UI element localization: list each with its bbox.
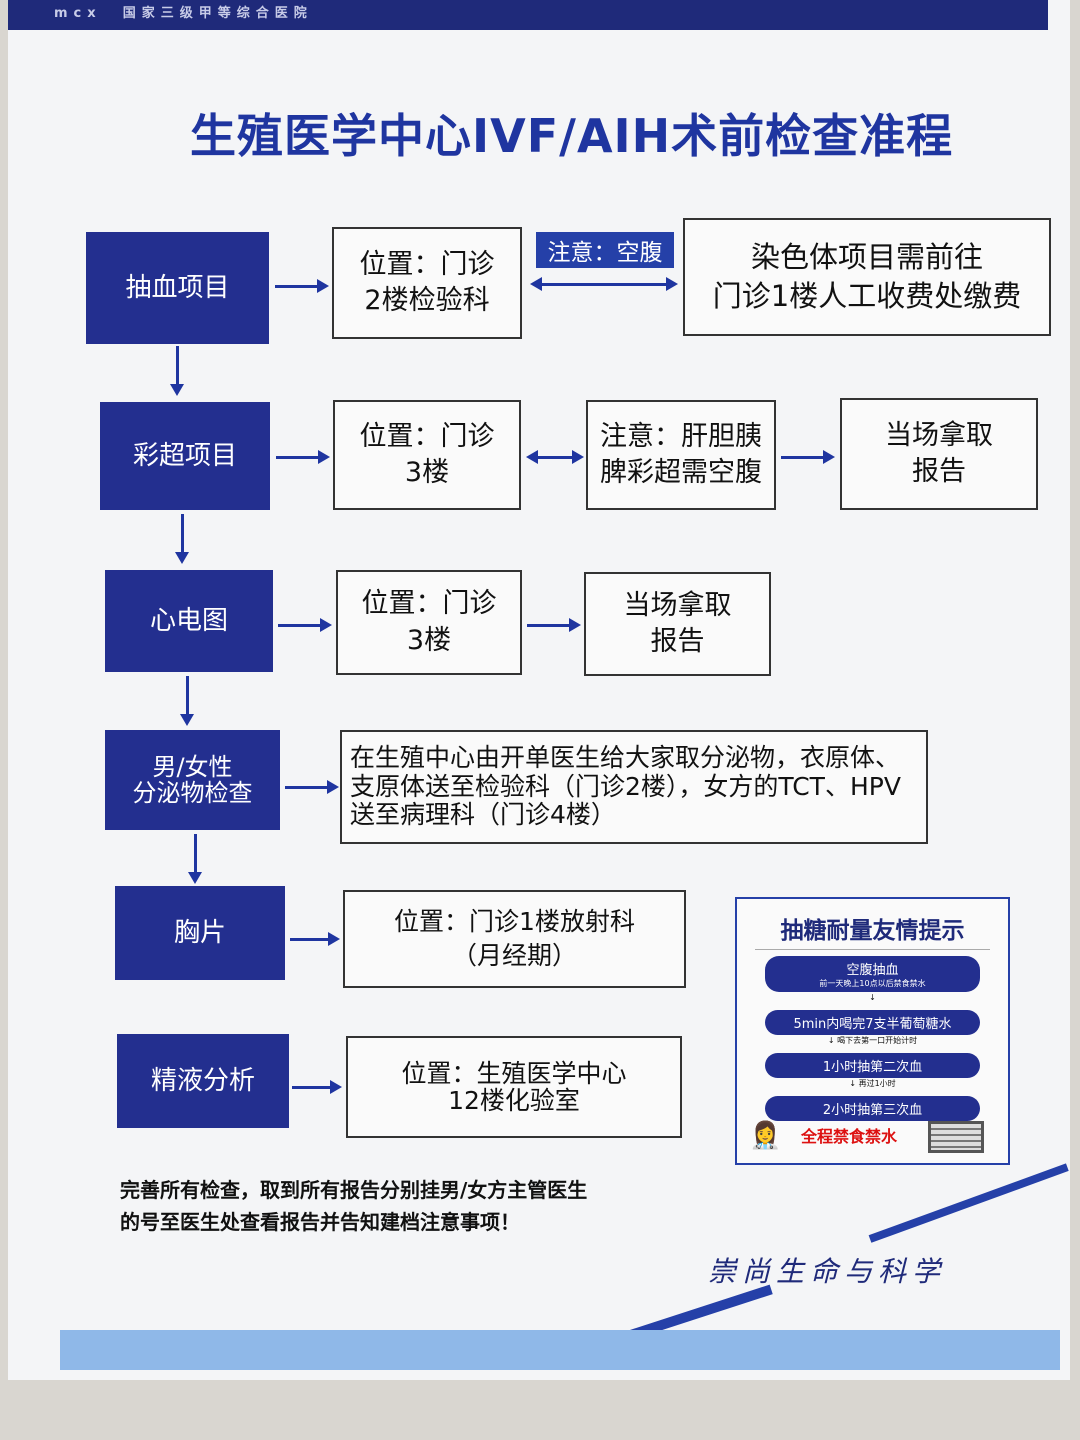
ogtt-note: ↓ 再过1小时	[849, 1079, 896, 1088]
arrow	[275, 279, 329, 293]
ogtt-step-2: 5min内喝完7支半葡萄糖水	[765, 1010, 980, 1035]
hospital-header: mcx 国家三级甲等综合医院	[8, 0, 1048, 30]
arrow	[530, 277, 678, 291]
ogtt-note-text: 喝下去第一口开始计时	[837, 1036, 918, 1045]
nurse-icon: 👩‍⚕️	[749, 1121, 782, 1151]
arrow	[292, 1080, 342, 1094]
calendar-icon	[928, 1121, 984, 1153]
arrow	[527, 618, 581, 632]
step-chest-xray: 胸片	[115, 886, 285, 980]
ogtt-step-4: 2小时抽第三次血	[765, 1096, 980, 1121]
ogtt-title: 抽糖耐量友情提示	[755, 911, 990, 950]
slogan: 崇尚生命与科学	[708, 1255, 947, 1288]
page-title: 生殖医学中心IVF/AIH术前检查准程	[190, 109, 954, 163]
ecg-report: 当场拿取 报告	[584, 572, 771, 676]
arrow	[170, 346, 184, 396]
arrow	[180, 676, 194, 726]
ultrasound-fasting-note: 注意：肝胆胰 脾彩超需空腹	[586, 400, 776, 510]
arrow	[175, 514, 189, 564]
ogtt-note: ↓ 喝下去第一口开始计时	[827, 1036, 918, 1045]
glucose-tolerance-tips: 抽糖耐量友情提示 空腹抽血前一天晚上10点以后禁食禁水 ↓ 5min内喝完7支半…	[735, 897, 1010, 1165]
step-blood-test: 抽血项目	[86, 232, 269, 344]
ecg-location: 位置：门诊 3楼	[336, 570, 522, 675]
arrow	[278, 618, 332, 632]
step-secretion-test: 男/女性 分泌物检查	[105, 730, 280, 830]
fasting-warning: 全程禁食禁水	[801, 1127, 898, 1146]
footer-instructions: 完善所有检查，取到所有报告分别挂男/女方主管医生 的号至医生处查看报告并告知建档…	[120, 1178, 588, 1234]
hospital-name: 国家三级甲等综合医院	[122, 6, 313, 21]
down-arrow-icon: ↓	[869, 993, 876, 1002]
bottom-band	[60, 1330, 1060, 1370]
arrow	[188, 834, 202, 884]
ogtt-step-3: 1小时抽第二次血	[765, 1053, 980, 1078]
ultrasound-report: 当场拿取 报告	[840, 398, 1038, 510]
semen-location: 位置：生殖医学中心 12楼化验室	[346, 1036, 682, 1138]
ultrasound-location: 位置：门诊 3楼	[333, 400, 521, 510]
arrow	[781, 450, 835, 464]
logo: mcx	[54, 6, 102, 21]
step-ecg: 心电图	[105, 570, 273, 672]
secretion-test-detail: 在生殖中心由开单医生给大家取分泌物，衣原体、支原体送至检验科（门诊2楼），女方的…	[340, 730, 928, 844]
blood-location: 位置：门诊 2楼检验科	[332, 227, 522, 339]
xray-location: 位置：门诊1楼放射科 （月经期）	[343, 890, 686, 988]
document-page	[8, 0, 1070, 1380]
fasting-note: 注意：空腹	[536, 232, 674, 268]
step-semen-analysis: 精液分析	[117, 1034, 289, 1128]
arrow	[526, 450, 584, 464]
ogtt-footer: 👩‍⚕️ 全程禁食禁水	[745, 1117, 1000, 1157]
chromosome-payment-info: 染色体项目需前往 门诊1楼人工收费处缴费	[683, 218, 1051, 336]
arrow	[285, 780, 339, 794]
ogtt-note-text: 再过1小时	[858, 1079, 896, 1088]
ogtt-step-label: 空腹抽血	[846, 963, 899, 978]
arrow	[276, 450, 330, 464]
step-ultrasound: 彩超项目	[100, 402, 270, 510]
ogtt-step-1: 空腹抽血前一天晚上10点以后禁食禁水	[765, 956, 980, 992]
arrow	[290, 932, 340, 946]
ogtt-step-sub: 前一天晚上10点以后禁食禁水	[819, 979, 926, 988]
